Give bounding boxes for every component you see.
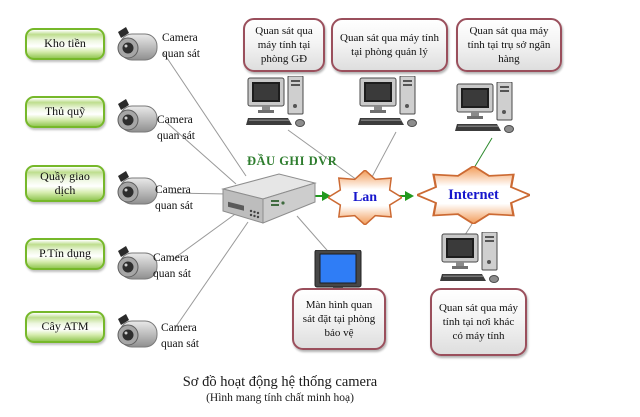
caption-subtitle: (Hình mang tính chất minh hoạ) xyxy=(206,392,354,404)
location-box-quay-giao-dich: Quầy giao dịch xyxy=(25,165,105,202)
location-label: Quầy giao dịch xyxy=(40,168,90,197)
callout-label: Màn hình quan sát đặt tại phòng bảo vệ xyxy=(302,298,376,340)
camera-icon xyxy=(117,314,158,348)
diagram-caption: Sơ đồ hoạt động hệ thống camera (Hình ma… xyxy=(80,374,480,404)
camera-label: Camera quan sát xyxy=(155,184,194,212)
camera-label: Camera quan sát xyxy=(153,252,192,280)
camera-icon xyxy=(117,99,158,133)
dvr-title: ĐẦU GHI DVR xyxy=(247,154,338,168)
location-box-thu-quy: Thủ quỹ xyxy=(25,96,105,128)
location-label: Kho tiền xyxy=(44,36,86,51)
callout-phong-quan-ly: Quan sát qua máy tính tại phòng quản lý xyxy=(331,18,448,72)
caption-title: Sơ đồ hoạt động hệ thống camera xyxy=(182,374,378,390)
internet-star: Internet xyxy=(414,164,533,226)
callout-label: Quan sát qua máy tính tại nơi khác có má… xyxy=(438,301,519,343)
camera-label: Camera quan sát xyxy=(157,114,196,142)
desktop-computer-icon xyxy=(455,82,514,133)
callout-phong-gd: Quan sát qua máy tính tại phòng GĐ xyxy=(243,18,325,72)
location-box-p-tin-dung: P.Tín dụng xyxy=(25,238,105,270)
lan-label: Lan xyxy=(352,189,378,205)
desktop-computer-icon xyxy=(246,76,305,127)
location-label: P.Tín dụng xyxy=(38,246,91,261)
internet-label: Internet xyxy=(448,186,499,203)
desktop-computer-icon xyxy=(440,232,499,283)
callout-noi-khac: Quan sát qua máy tính tại nơi khác có má… xyxy=(430,288,527,356)
camera-icon xyxy=(117,246,158,280)
location-box-cay-atm: Cây ATM xyxy=(25,311,105,343)
callout-label: Quan sát qua máy tính tại phòng quản lý xyxy=(340,31,439,58)
camera-icon xyxy=(117,27,158,61)
camera-label: Camera quan sát xyxy=(161,322,200,350)
camera-label: Camera quan sát xyxy=(162,32,201,60)
callout-label: Quan sát qua máy tính tại trụ sở ngân hà… xyxy=(467,24,551,66)
callout-tru-so-ngan-hang: Quan sát qua máy tính tại trụ sở ngân hà… xyxy=(456,18,562,72)
location-label: Cây ATM xyxy=(41,319,89,334)
camera-icon xyxy=(117,171,158,205)
desktop-computer-icon xyxy=(358,76,417,127)
dvr-icon xyxy=(221,173,317,224)
location-label: Thủ quỹ xyxy=(44,104,86,119)
callout-label: Quan sát qua máy tính tại phòng GĐ xyxy=(255,24,313,66)
star-shape xyxy=(414,164,533,226)
location-box-kho-tien: Kho tiền xyxy=(25,28,105,60)
lan-star: Lan xyxy=(326,168,404,227)
monitor-icon xyxy=(314,250,362,297)
callout-phong-bao-ve: Màn hình quan sát đặt tại phòng bảo vệ xyxy=(292,288,386,350)
